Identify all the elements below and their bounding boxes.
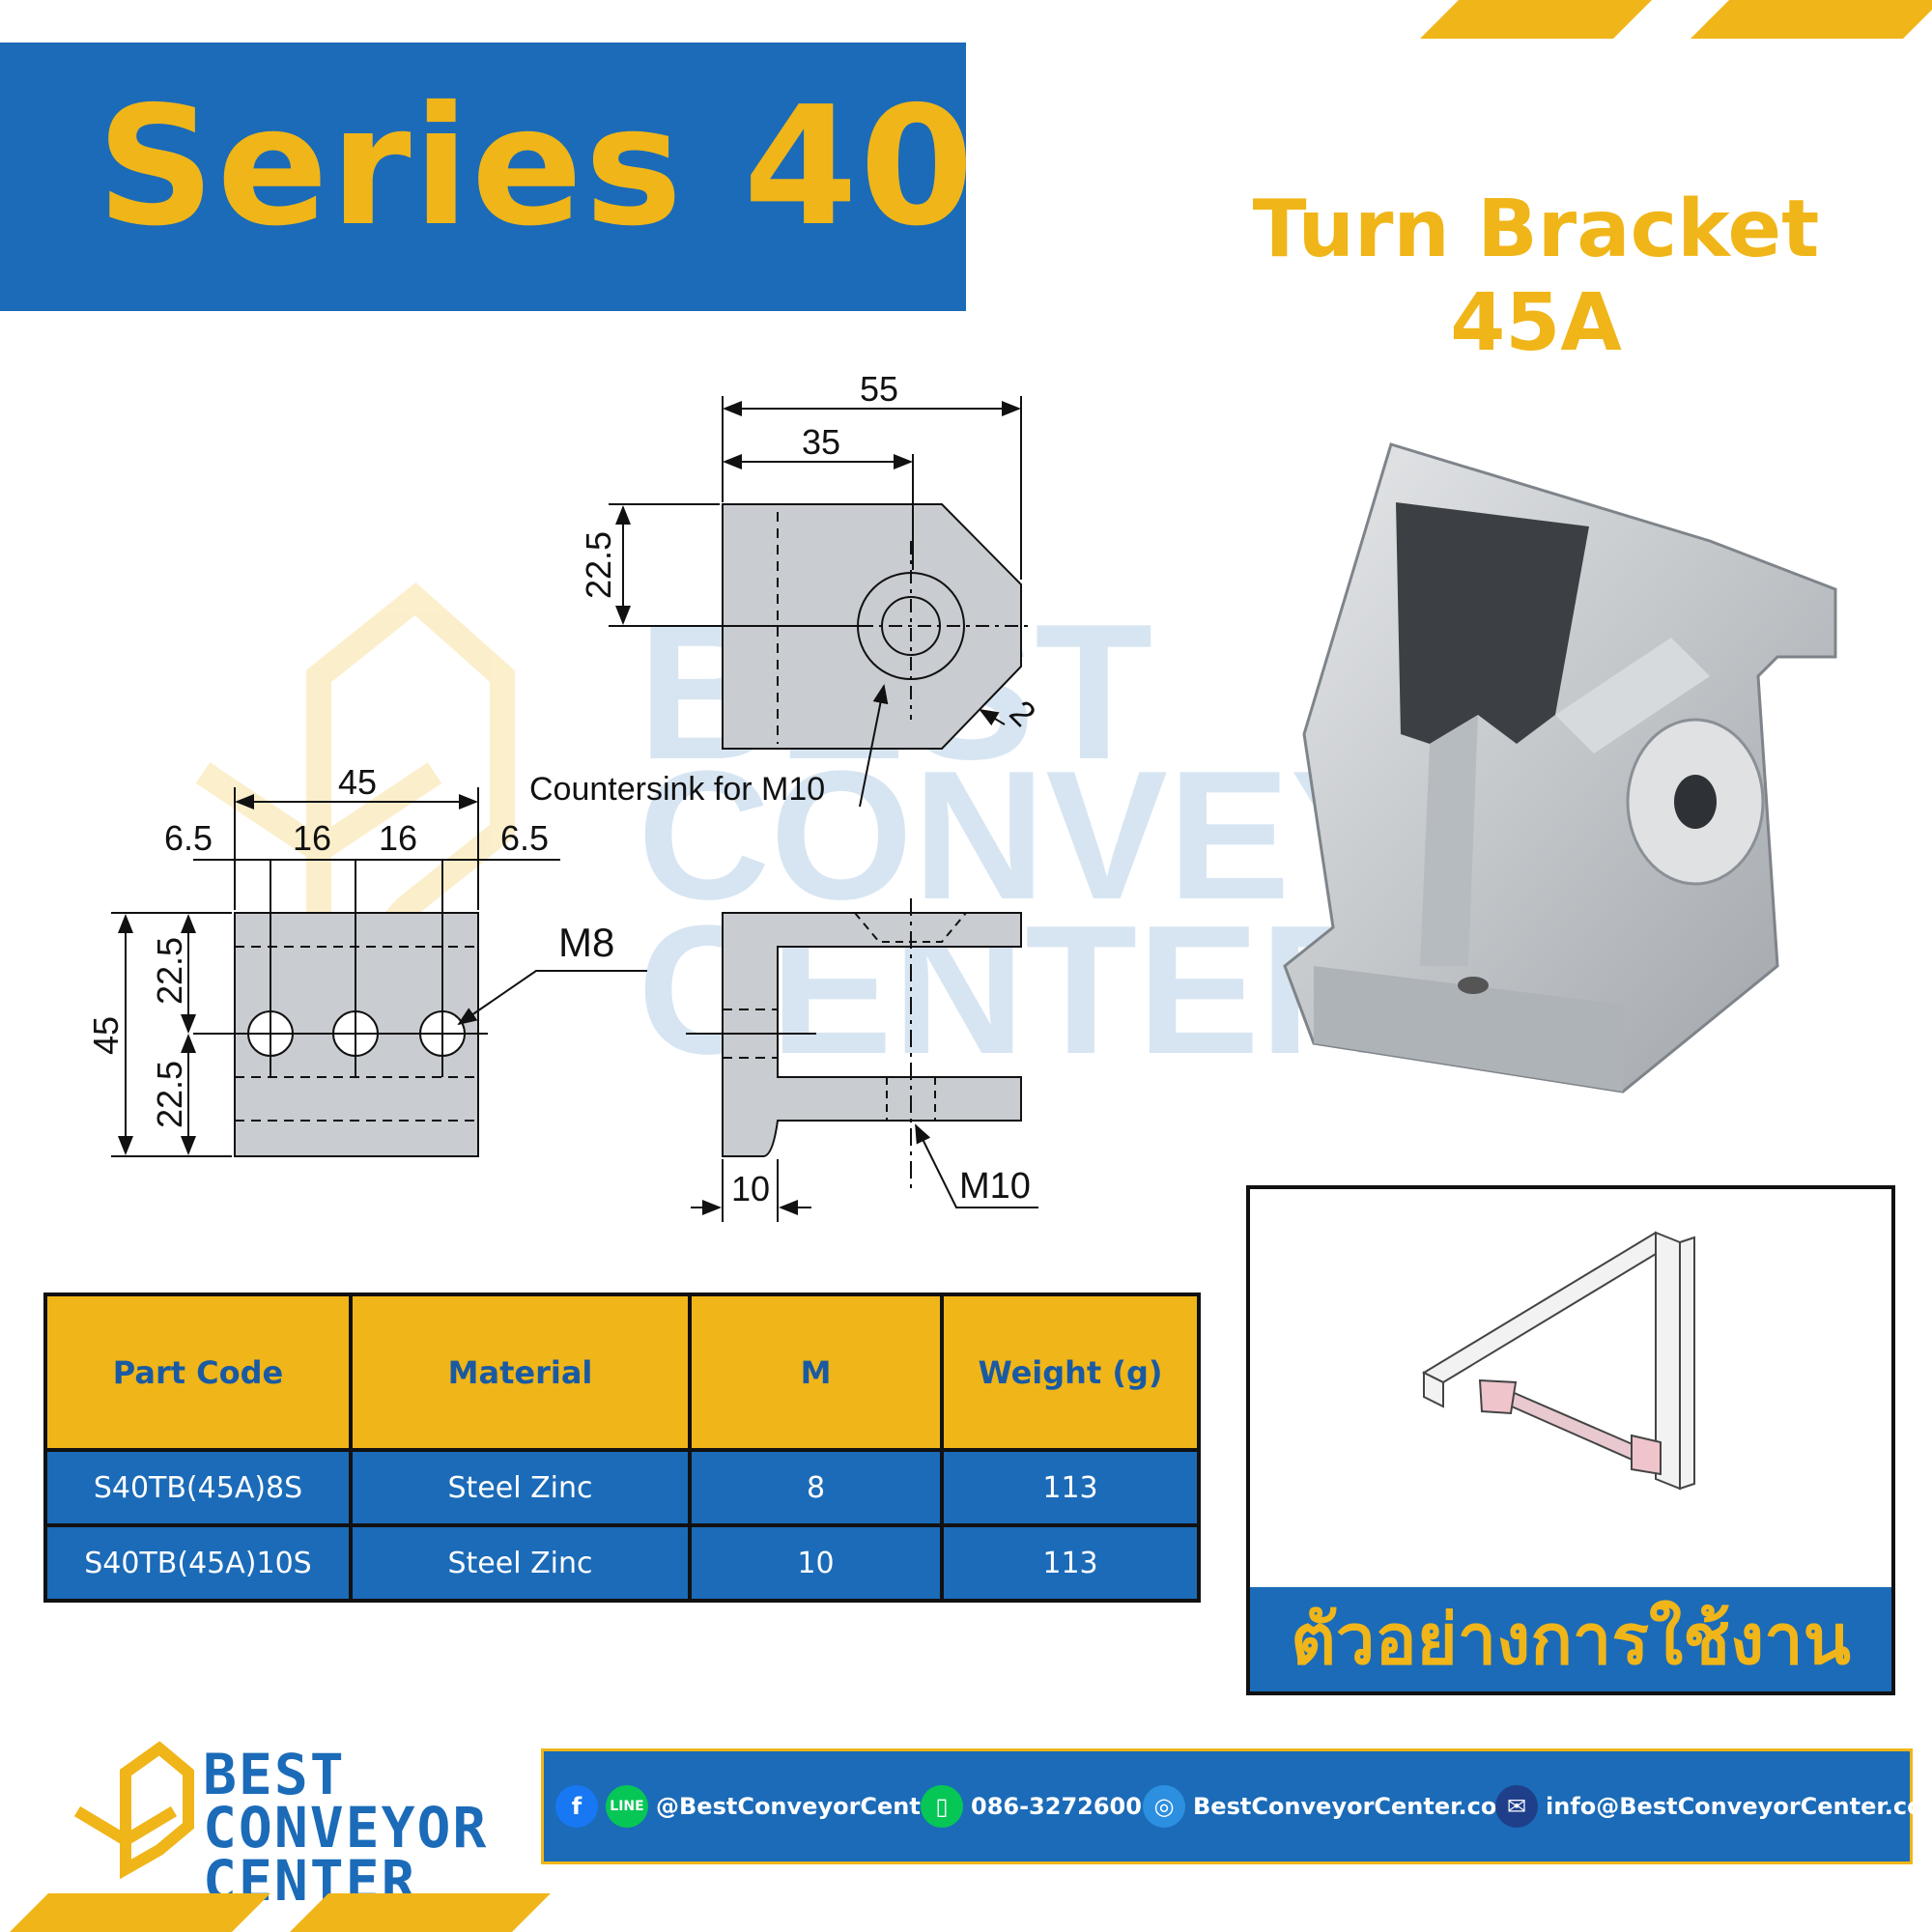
base-hole [1458, 977, 1489, 994]
cell-m: 8 [688, 1448, 944, 1527]
cell-material: Steel Zinc [349, 1523, 692, 1603]
dim-label: 45 [86, 1016, 126, 1055]
dim-label: 6.5 [500, 818, 549, 858]
profile-end [1423, 1371, 1444, 1408]
dim-label: 6.5 [164, 818, 213, 858]
contact-social[interactable]: f LINE @BestConveyorCenter [555, 1751, 948, 1861]
cell-weight: 113 [940, 1448, 1201, 1527]
contact-email[interactable]: ✉ info@BestConveyorCenter.com [1495, 1751, 1932, 1861]
column-header: Part Code [43, 1293, 353, 1452]
decor-stripe [290, 1893, 551, 1932]
dim-label: 2 [1002, 693, 1043, 734]
email-address: info@BestConveyorCenter.com [1546, 1793, 1932, 1820]
table-row: S40TB(45A)8S Steel Zinc 8 113 [43, 1448, 1201, 1527]
usage-example-caption: ตัวอย่างการใช้งาน [1250, 1587, 1891, 1691]
product-name: Turn Bracket [1252, 184, 1820, 275]
bracket-arm [1420, 715, 1478, 966]
website-url: BestConveyorCenter.com [1193, 1793, 1521, 1820]
watermark-logo-shape [306, 582, 515, 1037]
profile-post-side [1679, 1236, 1695, 1491]
bracket-photo [1283, 442, 1837, 1094]
countersink-leader [859, 684, 889, 808]
dim-label: 16 [379, 818, 417, 858]
column-header: Material [349, 1293, 692, 1452]
product-model: 45A [1450, 276, 1622, 369]
dim-label: 22.5 [150, 1061, 189, 1128]
chamfer-leader [979, 708, 1006, 726]
bracket-base [1314, 966, 1623, 1092]
dim-label: 55 [860, 369, 898, 409]
product-title: Turn Bracket 45A [1159, 184, 1913, 371]
turn-bracket-upper [1478, 1378, 1518, 1415]
m8-leader [457, 970, 647, 1026]
profile-beam [1421, 1231, 1678, 1384]
cell-m: 10 [688, 1523, 944, 1603]
cell-part-code: S40TB(45A)10S [43, 1523, 353, 1603]
countersink-hidden [854, 912, 967, 943]
bracket-face [1555, 638, 1710, 753]
company-logo-text: BEST CONVEYOR CENTER [203, 1742, 489, 1909]
logo-line: CONVEYOR [203, 1795, 489, 1861]
column-header: M [688, 1293, 944, 1452]
thread-label: M8 [558, 920, 614, 965]
phone-icon: ▯ [921, 1785, 963, 1828]
usage-example-illustration [1421, 1231, 1695, 1491]
series-title: Series 40 [97, 71, 977, 263]
table-header-row: Part Code Material M Weight (g) [43, 1293, 1201, 1452]
thread-label: M10 [959, 1166, 1031, 1207]
bolt-hex [1674, 775, 1717, 829]
series-banner [0, 43, 966, 311]
contact-website[interactable]: ◎ BestConveyorCenter.com [1143, 1751, 1520, 1861]
turn-bracket-lower [1631, 1434, 1662, 1476]
technical-drawing: 55 35 22.5 2 Countersink for M10 45 6.5 … [86, 369, 1043, 1222]
mail-icon: ✉ [1495, 1785, 1538, 1828]
cell-part-code: S40TB(45A)8S [43, 1448, 353, 1527]
line-icon: LINE [606, 1785, 648, 1828]
contact-bar: f LINE @BestConveyorCenter ▯ 086-3272600… [541, 1748, 1932, 1864]
cell-weight: 113 [940, 1523, 1201, 1603]
diagonal-brace [1494, 1386, 1643, 1463]
spec-table: Part Code Material M Weight (g) S40TB(45… [43, 1293, 1201, 1603]
decor-stripe [10, 1893, 270, 1932]
globe-icon: ◎ [1143, 1785, 1185, 1828]
phone-number: 086-3272600 [971, 1793, 1142, 1820]
dim-label: 22.5 [579, 531, 618, 599]
column-header: Weight (g) [940, 1293, 1201, 1452]
logo-line: BEST [203, 1742, 346, 1807]
dim-label: 16 [293, 818, 331, 858]
facebook-icon: f [555, 1785, 598, 1828]
dim-label: 35 [802, 422, 840, 462]
social-handle: @BestConveyorCenter [656, 1793, 948, 1820]
dim-label: 45 [338, 762, 377, 802]
contact-phone[interactable]: ▯ 086-3272600 [921, 1751, 1142, 1861]
cell-material: Steel Zinc [349, 1448, 692, 1527]
countersink-label: Countersink for M10 [529, 771, 825, 808]
table-row: S40TB(45A)10S Steel Zinc 10 113 [43, 1523, 1201, 1603]
company-logo-icon [73, 1741, 194, 1879]
bracket-slot [1396, 502, 1589, 744]
dim-label: 10 [731, 1169, 770, 1208]
side-view-outline [722, 912, 1022, 1157]
m10-leader [915, 1123, 1038, 1208]
dim-label: 22.5 [150, 937, 189, 1005]
